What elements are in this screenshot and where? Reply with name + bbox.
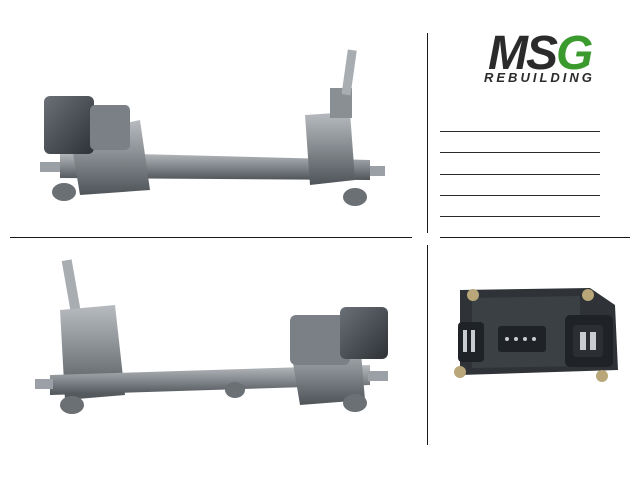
brand-logo-ms: MS [488, 27, 558, 80]
divider-vertical-bottom [427, 245, 428, 445]
steering-rack-top-image [40, 49, 385, 206]
steering-rack-bottom-image [35, 259, 388, 414]
form-line-5 [440, 216, 600, 217]
brand-subtitle: REBUILDING [484, 70, 595, 85]
divider-vertical-top [427, 33, 428, 233]
form-line-2 [440, 152, 600, 153]
form-line-1 [440, 131, 600, 132]
form-line-3 [440, 174, 600, 175]
brand-logo: MSG [488, 27, 593, 80]
brand-logo-g: G [556, 27, 593, 80]
form-line-4 [440, 195, 600, 196]
divider-horizontal-right [440, 237, 630, 238]
divider-horizontal-left [10, 237, 412, 238]
ecu-connector-image [454, 288, 618, 382]
